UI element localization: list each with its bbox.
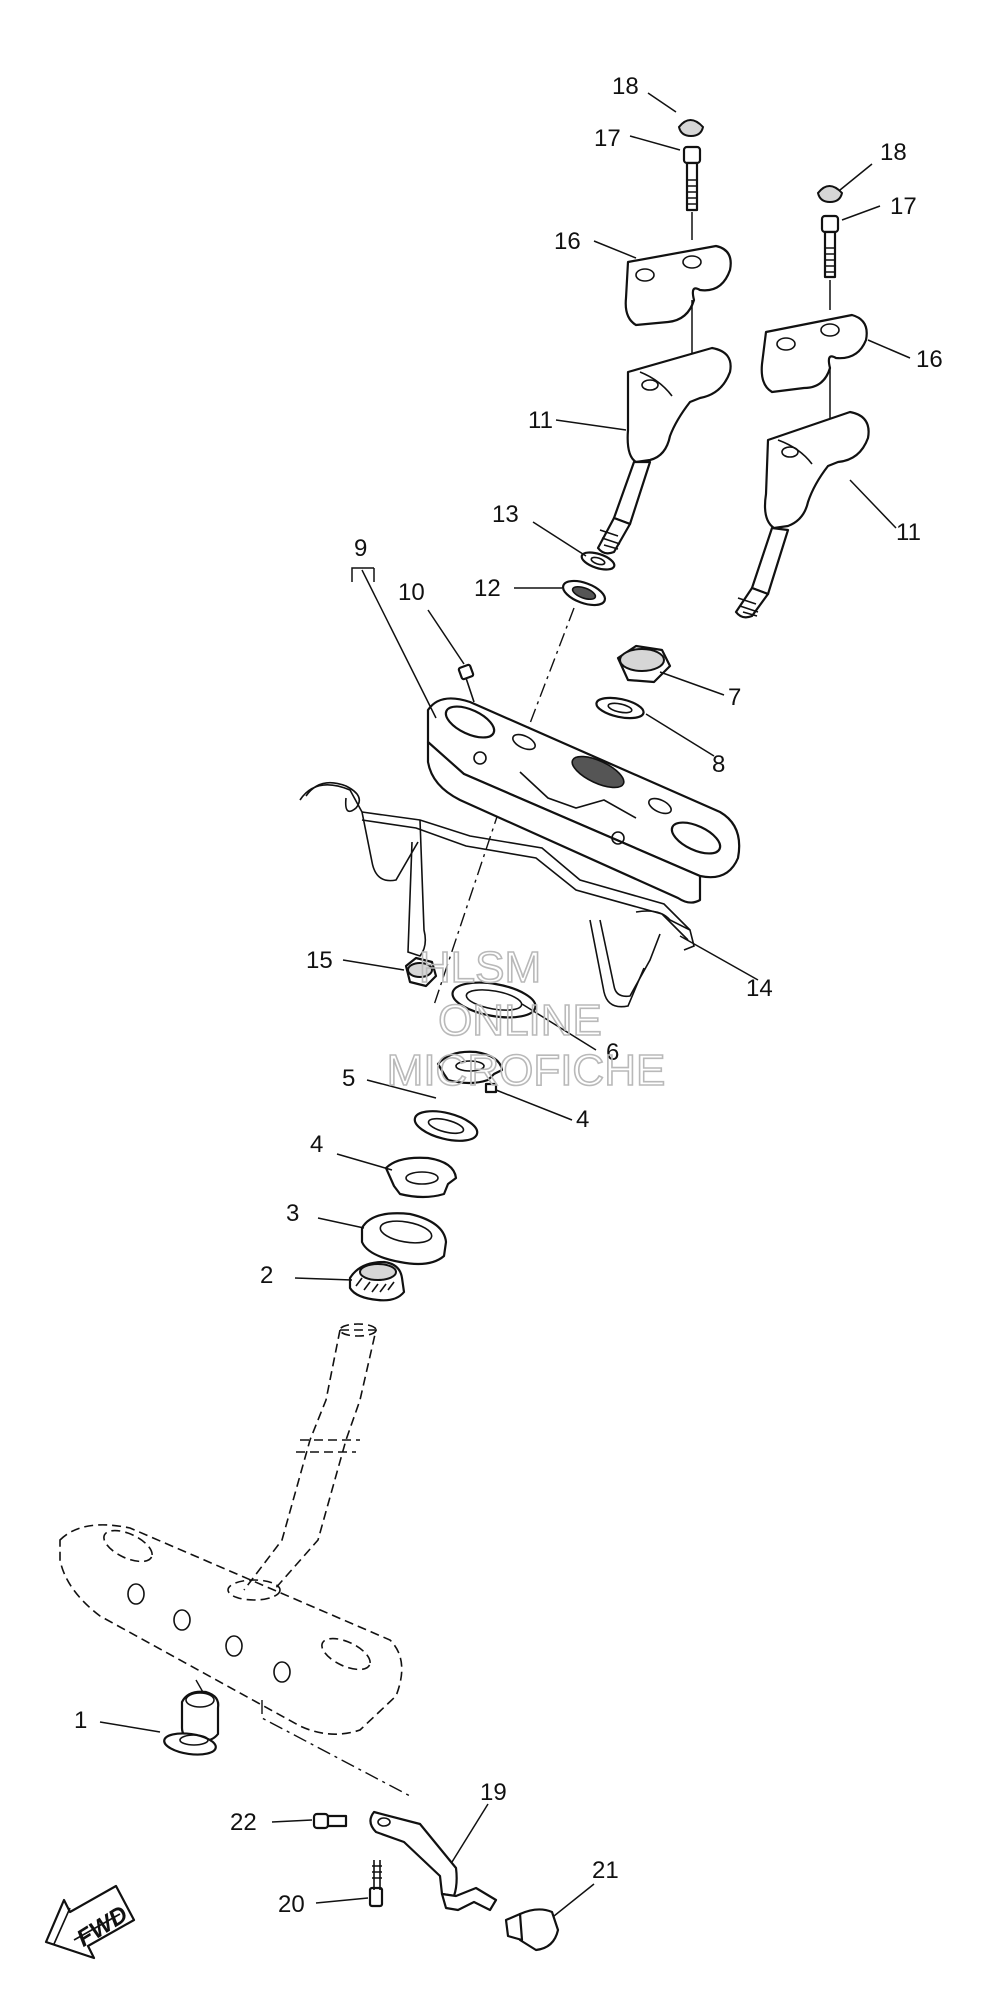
- callout-8: 8: [712, 751, 725, 778]
- callout-6: 6: [606, 1039, 619, 1066]
- cover-6: [451, 981, 537, 1019]
- callout-4-left: 4: [310, 1131, 323, 1158]
- callout-15: 15: [306, 947, 333, 974]
- forward-arrow-icon: FWD: [44, 1884, 136, 1960]
- callout-18-right: 18: [880, 139, 907, 166]
- watermark: HLSM ONLINE MICROFICHE: [386, 942, 666, 1096]
- callout-19: 19: [480, 1779, 507, 1806]
- riser-11-right: [734, 368, 870, 619]
- callout-17-left: 17: [594, 125, 621, 152]
- callout-11-right: 11: [896, 519, 921, 546]
- steering-stem: [243, 1323, 378, 1591]
- upper-bracket-9: [426, 697, 741, 904]
- clamp-16-right: [760, 280, 868, 394]
- watermark-line-3: MICROFICHE: [387, 1046, 666, 1095]
- bushing-12: [561, 579, 607, 607]
- nut-15: [404, 956, 438, 988]
- washer-5: [413, 1110, 479, 1142]
- bolt-10: [457, 663, 475, 703]
- callout-22: 22: [230, 1809, 257, 1836]
- callout-labels: 18 17 18 17 16 16 11 11 13 12 9 10 7 8 1…: [74, 73, 943, 1918]
- callout-2: 2: [260, 1262, 273, 1289]
- under-bracket: [59, 1524, 403, 1735]
- watermark-line-1: HLSM: [419, 943, 541, 992]
- bolt-17-right: [820, 214, 840, 279]
- callout-5: 5: [342, 1065, 355, 1092]
- callout-20: 20: [278, 1891, 305, 1918]
- callout-4-right: 4: [576, 1106, 589, 1133]
- clamp-16-left: [624, 212, 732, 327]
- callout-21: 21: [592, 1857, 619, 1884]
- callout-18-left: 18: [612, 73, 639, 100]
- callout-12: 12: [474, 575, 501, 602]
- wire-guide-14: [299, 781, 695, 1008]
- callout-16-right: 16: [916, 346, 943, 373]
- callout-14: 14: [746, 975, 773, 1002]
- washer-8: [595, 696, 645, 720]
- callout-9: 9: [354, 535, 367, 562]
- cap-18-left: [677, 119, 705, 138]
- callout-7: 7: [728, 684, 741, 711]
- callout-11-left: 11: [528, 407, 553, 434]
- nut-7: [616, 644, 672, 684]
- callout-3: 3: [286, 1200, 299, 1227]
- callout-13: 13: [492, 501, 519, 528]
- bearing-race-3: [360, 1212, 448, 1266]
- bolt-17-left: [682, 145, 702, 212]
- bolt-20: [368, 1860, 384, 1908]
- callout-17-right: 17: [890, 193, 917, 220]
- lock-washer-4-lower: [384, 1156, 458, 1199]
- collar-1: [163, 1690, 220, 1756]
- callout-16-left: 16: [554, 228, 581, 255]
- bearing-2: [348, 1260, 406, 1302]
- callout-1: 1: [74, 1707, 87, 1734]
- leader-lines: [99, 92, 911, 1917]
- bolt-22: [312, 1812, 348, 1830]
- washer-13: [580, 551, 616, 571]
- cap-18-right: [816, 185, 844, 204]
- connector-21: [504, 1908, 560, 1952]
- callout-10: 10: [398, 579, 425, 606]
- bracket-19: [369, 1810, 498, 1912]
- riser-11-left: [596, 300, 732, 555]
- watermark-line-2: ONLINE: [438, 996, 602, 1045]
- lock-washer-4-upper: [436, 1050, 504, 1094]
